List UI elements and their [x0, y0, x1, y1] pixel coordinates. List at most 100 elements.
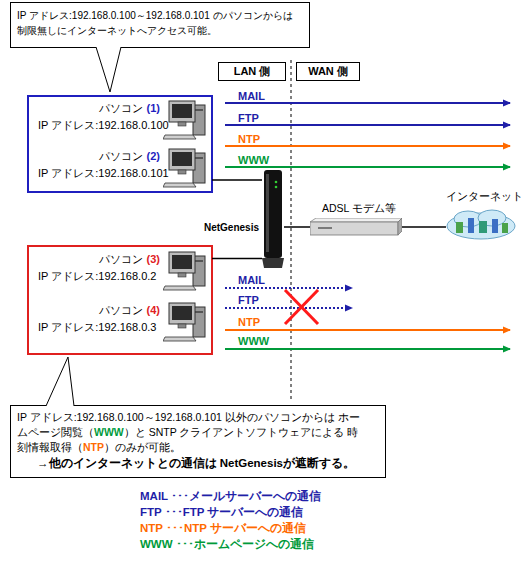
callout-pointer — [46, 357, 74, 406]
side-label: WAN 側 — [308, 64, 348, 79]
ftp-flow-arrow — [225, 124, 510, 126]
cloud-building — [468, 218, 474, 233]
pc-name: パソコン — [99, 304, 143, 316]
legend-text: FTP ･･･FTP サーバーへの通信 — [140, 506, 303, 518]
icon-holder — [310, 218, 402, 236]
cloud-building — [502, 223, 508, 233]
cloud-building — [492, 219, 498, 233]
network-cable — [212, 179, 262, 181]
pc-keyboard — [163, 286, 196, 290]
cloud-building — [456, 222, 463, 233]
pc-monitor — [169, 252, 195, 273]
pc-drive — [195, 311, 203, 313]
legend-text: NTP ･･･NTP サーバーへの通信 — [140, 522, 306, 534]
pc-stand — [178, 273, 186, 277]
device-label: NetGenesis — [204, 222, 259, 234]
cloud-building — [479, 221, 487, 233]
ip-address: IP アドレス:192.168.0.2 — [38, 269, 156, 283]
pc-node: パソコン(3) IP アドレス:192.168.0.2 — [30, 249, 212, 293]
callout-conclusion: →他のインターネットとの通信は NetGenesisが遮断する。 — [17, 455, 363, 471]
icon-holder — [163, 147, 209, 189]
ip-address: IP アドレス:192.168.0.101 — [38, 166, 169, 180]
legend-text: WWW ･･･ホームページへの通信 — [140, 538, 314, 550]
pc-drive — [195, 157, 203, 159]
pc-icon — [163, 99, 209, 141]
ntp-flow-arrow — [225, 145, 510, 147]
pc-node: パソコン(2) IP アドレス:192.168.0.101 — [30, 146, 212, 190]
callout-number: (1) — [147, 102, 160, 114]
pc-name: パソコン — [99, 102, 143, 114]
pc-drive — [195, 260, 203, 262]
pc-name: パソコン — [99, 150, 143, 162]
callout-number: (3) — [147, 253, 160, 265]
protocol-label: MAIL — [238, 274, 265, 287]
pc-stand — [178, 324, 186, 328]
protocol-label: FTP — [238, 294, 259, 307]
protocol-label: WWW — [238, 154, 269, 167]
www-flow-arrow — [225, 348, 510, 350]
ntp-flow-arrow — [225, 329, 510, 331]
blocked-ftp-arrow — [225, 307, 352, 309]
legend-entry: NTP ･･･NTP サーバーへの通信 — [140, 520, 321, 536]
legend: MAIL ･･･メールサーバーへの通信FTP ･･･FTP サーバーへの通信NT… — [140, 488, 321, 552]
pc-screen — [172, 152, 192, 166]
modem-node: ADSL モデム等 — [310, 218, 402, 236]
pc-title-line: パソコン (1) — [99, 101, 160, 115]
protocol-keyword: NTP — [83, 441, 104, 453]
pc-monitor — [169, 303, 195, 324]
callout-paragraph: IP アドレス:192.168.0.100～192.168.0.101 以外のパ… — [17, 410, 363, 455]
pc-title-line: パソコン(3) — [99, 252, 160, 266]
callout-text: IP アドレス:192.168.0.100～192.168.0.101 のパソコ… — [17, 8, 303, 38]
pc-stand — [178, 122, 186, 126]
pc-monitor — [169, 101, 195, 122]
protocol-label: NTP — [238, 133, 260, 146]
tag-node: LAN 側 — [218, 62, 286, 81]
modem-top — [310, 218, 402, 222]
legend-entry: FTP ･･･FTP サーバーへの通信 — [140, 504, 321, 520]
internet-cloud — [446, 208, 516, 240]
network-cable — [212, 258, 262, 260]
protocol-label: NTP — [238, 316, 260, 329]
router-led — [275, 181, 278, 184]
modem-side — [398, 218, 402, 235]
callout-pointer — [96, 47, 121, 92]
tag-node: WAN 側 — [296, 62, 360, 81]
protocol-label: FTP — [238, 112, 259, 125]
modem-led — [318, 227, 332, 229]
modem-front — [310, 222, 398, 235]
side-label: LAN 側 — [234, 64, 271, 79]
ip-address: IP アドレス:192.168.0.100 — [38, 118, 169, 132]
blocked-mail-arrow — [225, 287, 352, 289]
pc-drive — [195, 109, 203, 111]
legend-entry: WWW ･･･ホームページへの通信 — [140, 536, 321, 552]
protocol-label: MAIL — [238, 90, 265, 103]
block-cross — [285, 290, 318, 324]
pc-keyboard — [163, 183, 196, 187]
pc-screen — [172, 255, 192, 269]
protocol-label: WWW — [238, 335, 269, 348]
callout-text: ）のみが可能。 — [104, 441, 181, 453]
router-body — [264, 170, 282, 258]
router-base — [262, 258, 284, 268]
pc-screen — [172, 104, 192, 118]
cross-stroke — [285, 290, 318, 324]
icon-holder — [262, 170, 284, 268]
mail-flow-arrow — [225, 102, 510, 104]
device-label: ADSL モデム等 — [322, 202, 396, 214]
callout-node: IP アドレス:192.168.0.100～192.168.0.101 のパソコ… — [10, 2, 310, 48]
pc-icon — [163, 301, 209, 343]
pc-stand — [178, 170, 186, 174]
router-highlight — [266, 174, 269, 252]
pc-icon — [163, 250, 209, 292]
pc-icon — [163, 147, 209, 189]
icon-holder — [163, 250, 209, 292]
pc-monitor — [169, 149, 195, 170]
group-node: パソコン (1) IP アドレス:192.168.0.100 パソコン(2) IP アド… — [27, 95, 213, 193]
icon-holder — [446, 208, 516, 240]
router-node: NetGenesis — [262, 170, 284, 268]
pc-keyboard — [163, 135, 196, 139]
pc-title-line: パソコン(2) — [99, 149, 160, 163]
www-flow-arrow — [225, 166, 510, 168]
pc-node: パソコン (1) IP アドレス:192.168.0.100 — [30, 98, 212, 142]
